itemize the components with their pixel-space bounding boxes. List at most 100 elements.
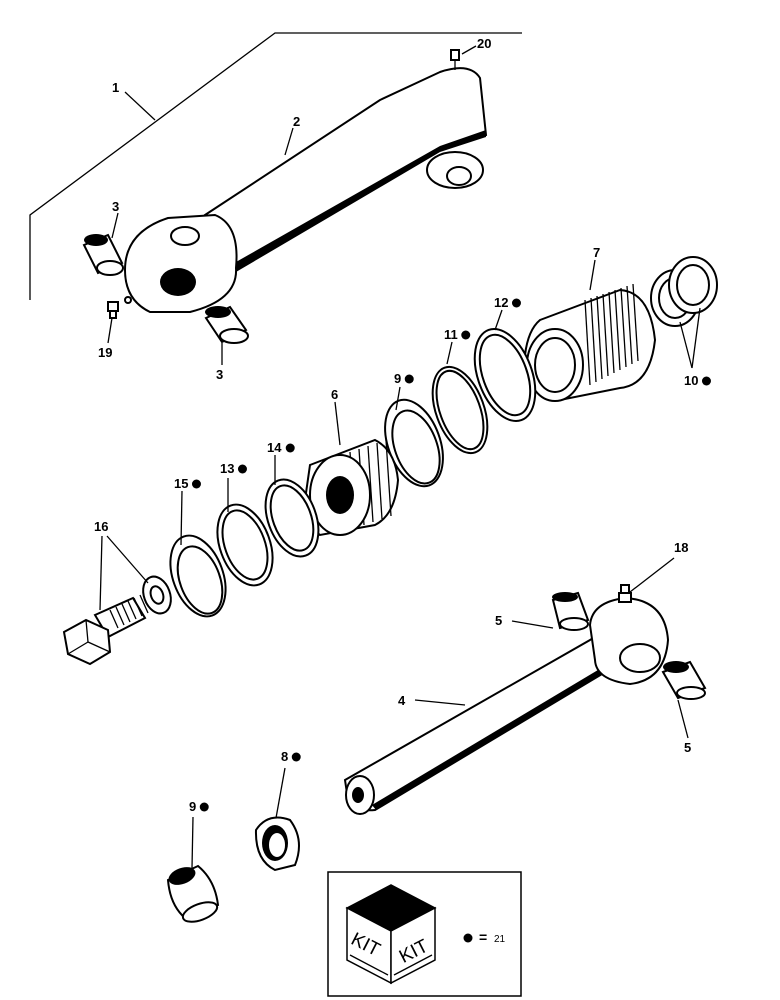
kit-dot bbox=[291, 752, 301, 762]
thread-line bbox=[367, 445, 374, 523]
callout-labels: 1 2 3 3 4 5 5 6 7 8 9 9 10 11 12 13 14 1… bbox=[94, 36, 698, 814]
kit-dot bbox=[237, 464, 247, 474]
callout-20: 20 bbox=[477, 36, 491, 51]
callout-9-upper: 9 bbox=[394, 371, 401, 386]
kit-box-right-face bbox=[390, 906, 436, 985]
callout-3-upper: 3 bbox=[112, 199, 119, 214]
kit-legend-dot bbox=[463, 933, 473, 943]
thread-line bbox=[376, 442, 383, 520]
gland-nut bbox=[523, 283, 657, 402]
leader-11 bbox=[446, 341, 453, 365]
leader-12 bbox=[494, 309, 503, 331]
kit-markers bbox=[191, 298, 711, 812]
wear-ring-lower bbox=[166, 864, 220, 923]
leader-16a bbox=[99, 535, 103, 611]
backup-ring bbox=[473, 327, 537, 423]
rod-seal bbox=[254, 816, 300, 872]
washer bbox=[142, 575, 172, 615]
thread-line bbox=[614, 289, 621, 371]
kit-dot bbox=[701, 376, 711, 386]
bushing-upper bbox=[82, 233, 124, 276]
callout-8: 8 bbox=[281, 749, 288, 764]
o-ring bbox=[431, 365, 489, 455]
leader-16b bbox=[106, 535, 149, 584]
piston bbox=[303, 438, 400, 537]
leader-8 bbox=[275, 767, 286, 819]
callout-3-lower: 3 bbox=[216, 367, 223, 382]
leader-2 bbox=[284, 127, 294, 156]
thread-line bbox=[632, 283, 639, 362]
gland-seals bbox=[650, 256, 718, 327]
bushing-lower bbox=[204, 305, 249, 344]
callout-5-left: 5 bbox=[495, 613, 502, 628]
piston-bolt bbox=[62, 594, 149, 666]
kit-dot bbox=[191, 479, 201, 489]
leader-9b bbox=[191, 816, 194, 869]
thread-line bbox=[139, 594, 149, 614]
thread-line bbox=[584, 299, 591, 386]
kit-legend-number: 21 bbox=[494, 934, 506, 945]
thread-line bbox=[385, 439, 392, 517]
bushing-rod-left bbox=[551, 591, 590, 631]
callout-14: 14 bbox=[267, 440, 282, 455]
kit-legend: KIT KIT = 21 bbox=[327, 871, 522, 997]
leader-5b bbox=[677, 699, 689, 739]
leader-10b bbox=[691, 307, 701, 369]
thread-line bbox=[115, 606, 125, 626]
callout-12: 12 bbox=[494, 295, 508, 310]
callout-6: 6 bbox=[331, 387, 338, 402]
thread-line bbox=[596, 295, 603, 380]
leader-6 bbox=[334, 401, 341, 446]
kit-dot bbox=[461, 330, 471, 340]
thread-line bbox=[620, 287, 627, 368]
piston-rod bbox=[343, 596, 670, 815]
wear-ring-upper bbox=[384, 398, 444, 488]
thread-line bbox=[121, 603, 131, 623]
grease-fitting-head bbox=[107, 301, 119, 319]
callout-10: 10 bbox=[684, 373, 698, 388]
thread-line bbox=[133, 597, 143, 617]
callout-1: 1 bbox=[112, 80, 119, 95]
callout-9-lower: 9 bbox=[189, 799, 196, 814]
kit-legend-equals: = bbox=[479, 929, 487, 945]
assembly-bracket bbox=[29, 32, 522, 300]
callout-11: 11 bbox=[444, 327, 458, 342]
kit-dot bbox=[404, 374, 414, 384]
kit-dot bbox=[285, 443, 295, 453]
thread-line bbox=[608, 291, 615, 374]
callout-5-right: 5 bbox=[684, 740, 691, 755]
leader-20 bbox=[461, 45, 477, 55]
thread-line bbox=[127, 600, 137, 620]
cylinder-barrel bbox=[123, 67, 488, 313]
callout-16: 16 bbox=[94, 519, 108, 534]
leader-19 bbox=[107, 317, 113, 344]
leader-3a bbox=[111, 212, 119, 239]
leader-4 bbox=[414, 699, 466, 706]
thread-line bbox=[602, 293, 609, 377]
thread-line bbox=[109, 609, 119, 629]
bushing-rod-right bbox=[661, 660, 707, 700]
thread-line bbox=[590, 297, 597, 383]
callout-4: 4 bbox=[398, 693, 406, 708]
leader-5a bbox=[511, 620, 554, 629]
callout-15: 15 bbox=[174, 476, 188, 491]
leader-15 bbox=[180, 490, 183, 546]
callout-13: 13 bbox=[220, 461, 234, 476]
leader-10a bbox=[679, 321, 693, 369]
leader-7 bbox=[589, 259, 596, 291]
callout-7: 7 bbox=[593, 245, 600, 260]
kit-dot bbox=[199, 802, 209, 812]
grease-fitting-rod bbox=[618, 584, 632, 603]
leader-1 bbox=[124, 91, 156, 121]
callout-18: 18 bbox=[674, 540, 688, 555]
kit-dot bbox=[511, 298, 521, 308]
leader-18 bbox=[629, 557, 675, 593]
thread-line bbox=[626, 285, 633, 365]
callout-2: 2 bbox=[293, 114, 300, 129]
grease-fitting-top bbox=[450, 49, 460, 70]
piston-ring bbox=[216, 503, 274, 587]
piston-seal bbox=[264, 478, 320, 558]
callout-19: 19 bbox=[98, 345, 112, 360]
